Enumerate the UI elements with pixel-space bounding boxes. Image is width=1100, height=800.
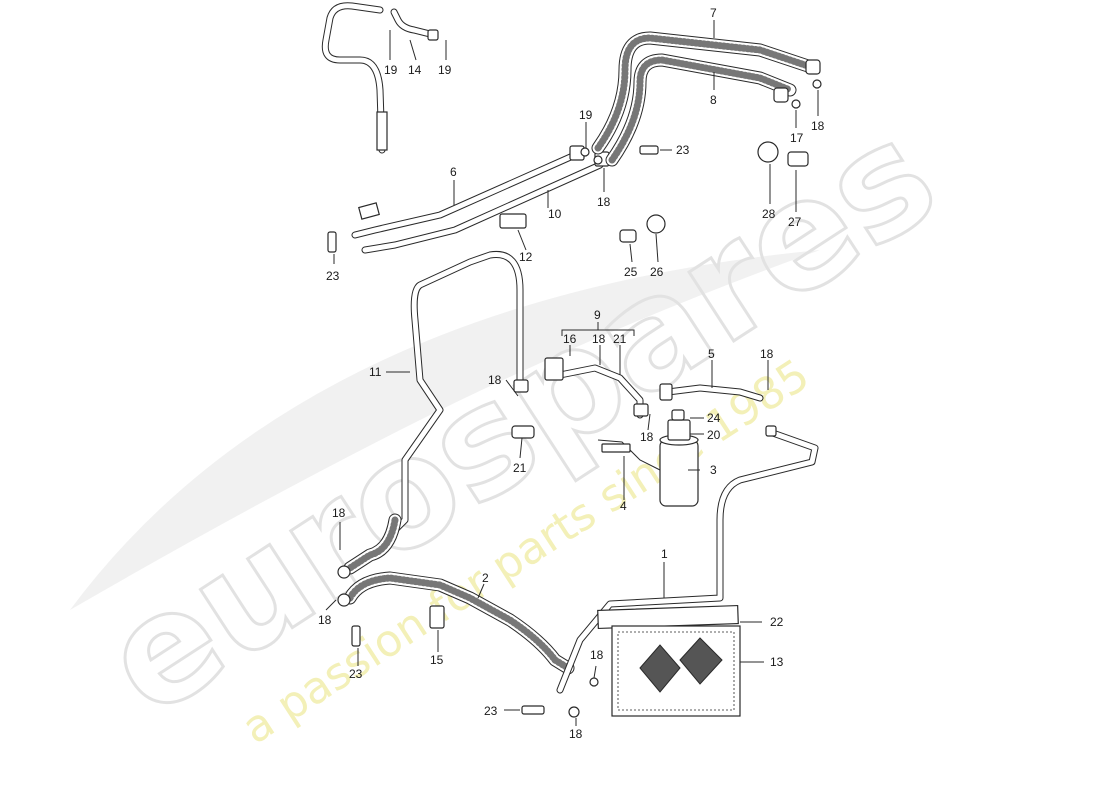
- bolt-part-23-top: [639, 145, 659, 155]
- callout-17: 17: [790, 131, 804, 145]
- callout-19: 19: [438, 63, 452, 77]
- callout-19: 19: [384, 63, 398, 77]
- callout-18: 18: [760, 347, 774, 361]
- oring-18-cond: [589, 677, 599, 687]
- callout-21: 21: [513, 461, 527, 475]
- hose-part-2: [337, 565, 575, 675]
- fitting-part-4: [601, 443, 631, 453]
- hose-left-lower: [343, 513, 402, 575]
- callout-2: 2: [482, 571, 489, 585]
- fitting-part-24: [671, 409, 685, 421]
- callout-labels: 7 8 19 14 19 19 23 17 18 6 18 10 28 27 1…: [318, 6, 825, 741]
- watermark-logo: eurospares: [75, 88, 965, 750]
- callout-20: 20: [707, 428, 721, 442]
- callout-21: 21: [613, 332, 627, 346]
- fitting-part-26: [646, 214, 666, 234]
- callout-18: 18: [569, 727, 583, 741]
- callout-1: 1: [661, 547, 668, 561]
- callout-14: 14: [408, 63, 422, 77]
- callout-18: 18: [592, 332, 606, 346]
- bolt-part-23-mid: [351, 625, 361, 647]
- callout-23: 23: [349, 667, 363, 681]
- fitting-part-12: [499, 213, 527, 229]
- pipe-part-6-10: [351, 145, 610, 254]
- callout-23: 23: [676, 143, 690, 157]
- callout-23: 23: [484, 704, 498, 718]
- callout-25: 25: [624, 265, 638, 279]
- callout-18: 18: [318, 613, 332, 627]
- callout-18: 18: [597, 195, 611, 209]
- fitting-part-28: [757, 141, 779, 163]
- pipe-part-1: [556, 425, 819, 694]
- callout-15: 15: [430, 653, 444, 667]
- receiver-drier-part-3: [597, 419, 699, 507]
- hose-part-7-8: [591, 31, 822, 167]
- oring-18-bottom: [568, 706, 580, 718]
- pipe-part-5-21: [544, 357, 764, 419]
- fittings: [327, 141, 809, 718]
- bolt-part-23-left: [327, 231, 337, 253]
- callout-18: 18: [590, 648, 604, 662]
- callout-6: 6: [450, 165, 457, 179]
- callout-24: 24: [707, 411, 721, 425]
- callout-26: 26: [650, 265, 664, 279]
- callout-23: 23: [326, 269, 340, 283]
- callout-13: 13: [770, 655, 784, 669]
- callout-18: 18: [488, 373, 502, 387]
- condenser-part-13: [597, 604, 741, 717]
- parts-drawing: [321, 2, 822, 726]
- callout-9: 9: [594, 308, 601, 322]
- fitting-part-27: [787, 151, 809, 167]
- callout-3: 3: [710, 463, 717, 477]
- callout-22: 22: [770, 615, 784, 629]
- callout-7: 7: [710, 6, 717, 20]
- pipe-part-14: [321, 2, 439, 154]
- watermark: eurospares a passion for parts since 198…: [70, 86, 967, 754]
- leader-lines: [325, 20, 819, 726]
- callout-18: 18: [640, 430, 654, 444]
- callout-18: 18: [811, 119, 825, 133]
- callout-19: 19: [579, 108, 593, 122]
- callout-11: 11: [369, 365, 382, 379]
- fitting-part-25: [619, 229, 637, 243]
- callout-18: 18: [332, 506, 346, 520]
- callout-8: 8: [710, 93, 717, 107]
- bolt-part-23-bottom: [521, 705, 545, 715]
- pipe-part-11: [386, 250, 529, 539]
- callout-10: 10: [548, 207, 562, 221]
- callout-5: 5: [708, 347, 715, 361]
- fitting-part-15: [429, 605, 445, 629]
- fitting-part-21: [511, 425, 535, 439]
- callout-12: 12: [519, 250, 533, 264]
- callout-27: 27: [788, 215, 802, 229]
- callout-16: 16: [563, 332, 577, 346]
- callout-28: 28: [762, 207, 776, 221]
- callout-4: 4: [620, 499, 627, 513]
